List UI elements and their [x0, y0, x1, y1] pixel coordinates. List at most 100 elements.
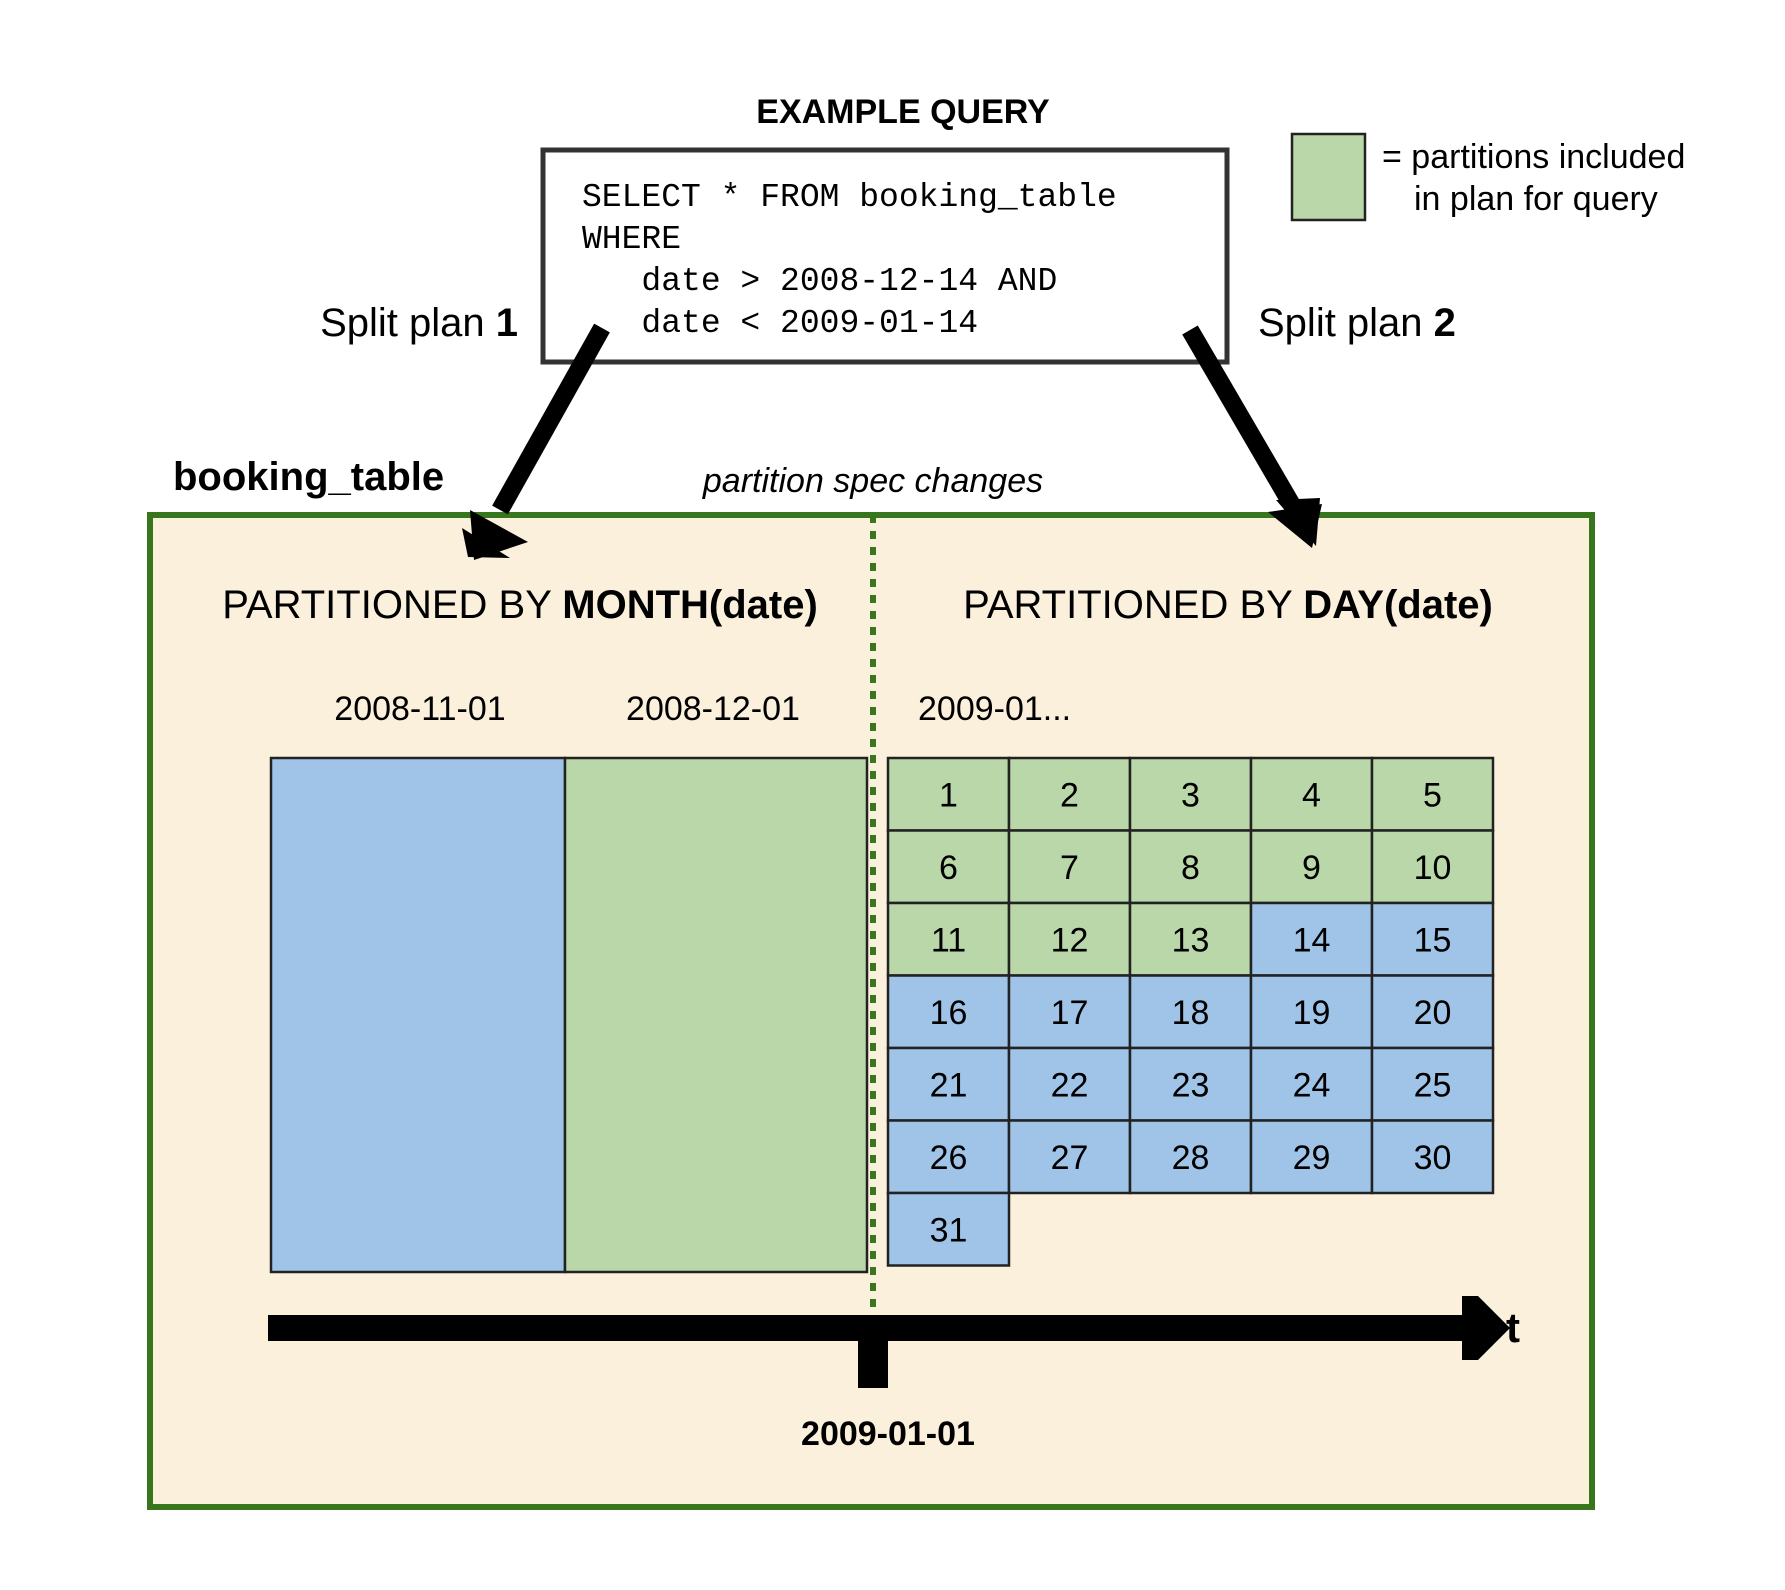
month-section-title: PARTITIONED BY MONTH(date): [222, 583, 818, 627]
day-partition-17: 17: [1007, 974, 1132, 1050]
spec-change-label: partition spec changes: [702, 462, 1043, 500]
split-plan-1-label: Split plan 1: [320, 301, 518, 345]
day-cell-label: 7: [1060, 849, 1079, 887]
day-cell-label: 11: [931, 921, 966, 959]
timeline: t 2009-01-01: [268, 1296, 1520, 1453]
legend-text-line-1: = partitions included: [1382, 138, 1685, 176]
day-cell-label: 21: [930, 1066, 968, 1104]
split-plan-1-number: 1: [496, 301, 518, 345]
day-cell-label: 27: [1051, 1139, 1089, 1177]
day-partition-16: 16: [886, 974, 1011, 1050]
month-title-prefix: PARTITIONED BY: [222, 583, 562, 627]
split-plan-2-arrow: [1182, 325, 1322, 548]
day-cell-bg: [1128, 1046, 1253, 1122]
day-cell-bg: [1128, 901, 1253, 977]
split-plan-1-prefix: Split plan: [320, 301, 496, 345]
day-cell-label: 13: [1172, 921, 1210, 959]
day-partition-9: 9: [1249, 829, 1374, 905]
day-cell-bg: [1370, 829, 1495, 905]
query-box: [540, 147, 1230, 365]
timeline-axis-label: t: [1506, 1304, 1520, 1351]
query-line-1: SELECT * FROM booking_table: [582, 179, 1117, 216]
day-cell-label: 6: [939, 849, 958, 887]
day-partition-18: 18: [1128, 974, 1253, 1050]
day-partition-12: 12: [1007, 901, 1132, 977]
day-cell-label: 2: [1060, 776, 1079, 814]
day-partition-21: 21: [886, 1046, 1011, 1122]
day-cell-bg: [1128, 829, 1253, 905]
day-cell-bg: [886, 1046, 1011, 1122]
month-partition-label-2: 2008-12-01: [626, 690, 800, 728]
legend-swatch: [1290, 132, 1367, 222]
day-partition-25: 25: [1370, 1046, 1495, 1122]
day-partition-2: 2: [1007, 756, 1132, 832]
day-partition-5: 5: [1370, 756, 1495, 832]
day-cell-label: 22: [1051, 1066, 1089, 1104]
query-line-3: date > 2008-12-14 AND: [582, 263, 1057, 300]
day-partition-27: 27: [1007, 1119, 1132, 1195]
day-cell-bg: [1249, 974, 1374, 1050]
day-cell-label: 31: [930, 1211, 968, 1249]
day-cell-label: 24: [1293, 1066, 1331, 1104]
query-text: SELECT * FROM booking_table WHERE date >…: [582, 179, 1117, 342]
timeline-arrowhead-inner: [1466, 1304, 1500, 1352]
day-cell-label: 17: [1051, 994, 1089, 1032]
day-cell-bg: [1249, 756, 1374, 832]
split-plan-2-label: Split plan 2: [1258, 301, 1456, 345]
day-cell-label: 19: [1293, 994, 1331, 1032]
day-cell-label: 28: [1172, 1139, 1210, 1177]
split-plan-2-prefix: Split plan: [1258, 301, 1434, 345]
day-section-header: 2009-01...: [918, 690, 1071, 728]
day-cell-bg: [886, 1191, 1011, 1267]
query-line-2: WHERE: [582, 221, 681, 258]
day-cell-bg: [1370, 1119, 1495, 1195]
day-cell-label: 9: [1302, 849, 1321, 887]
day-partition-20: 20: [1370, 974, 1495, 1050]
day-cell-label: 15: [1414, 921, 1452, 959]
day-partition-11: 11: [886, 901, 1011, 977]
query-heading: EXAMPLE QUERY: [756, 93, 1050, 131]
month-partitions: [269, 756, 869, 1274]
day-cell-label: 3: [1181, 776, 1200, 814]
day-cell-label: 25: [1414, 1066, 1452, 1104]
day-cell-bg: [1128, 1119, 1253, 1195]
arrow-1-head-body: [470, 510, 528, 560]
day-partition-29: 29: [1249, 1119, 1374, 1195]
day-partition-4: 4: [1249, 756, 1374, 832]
day-partition-3: 3: [1128, 756, 1253, 832]
day-partition-13: 13: [1128, 901, 1253, 977]
split-plan-1-arrow: [462, 323, 610, 560]
timeline-marker-label: 2009-01-01: [801, 1415, 975, 1453]
arrow-2-head-body: [1276, 498, 1320, 546]
day-cell-label: 16: [930, 994, 968, 1032]
day-partition-1: 1: [886, 756, 1011, 832]
legend-text-line-2: in plan for query: [1414, 180, 1658, 218]
day-partition-7: 7: [1007, 829, 1132, 905]
day-cell-label: 5: [1423, 776, 1442, 814]
day-cell-bg: [1249, 901, 1374, 977]
day-partition-19: 19: [1249, 974, 1374, 1050]
day-partition-23: 23: [1128, 1046, 1253, 1122]
day-cell-label: 18: [1172, 994, 1210, 1032]
timeline-marker: [858, 1328, 888, 1388]
day-cell-label: 12: [1051, 921, 1089, 959]
month-title-bold: MONTH(date): [562, 583, 818, 627]
day-partition-28: 28: [1128, 1119, 1253, 1195]
day-cell-label: 1: [939, 776, 958, 814]
month-partition-label-1: 2008-11-01: [334, 690, 505, 728]
day-cell-label: 23: [1172, 1066, 1210, 1104]
day-cell-bg: [1007, 1119, 1132, 1195]
day-cell-label: 8: [1181, 849, 1200, 887]
day-cell-bg: [1007, 1046, 1132, 1122]
day-partition-22: 22: [1007, 1046, 1132, 1122]
day-cell-label: 30: [1414, 1139, 1452, 1177]
day-partition-14: 14: [1249, 901, 1374, 977]
day-cell-label: 14: [1293, 921, 1331, 959]
day-cell-label: 29: [1293, 1139, 1331, 1177]
query-line-4: date < 2009-01-14: [582, 305, 978, 342]
day-cell-label: 20: [1414, 994, 1452, 1032]
arrow-1-shaft: [492, 323, 610, 515]
day-partition-30: 30: [1370, 1119, 1495, 1195]
split-plan-2-number: 2: [1434, 301, 1456, 345]
